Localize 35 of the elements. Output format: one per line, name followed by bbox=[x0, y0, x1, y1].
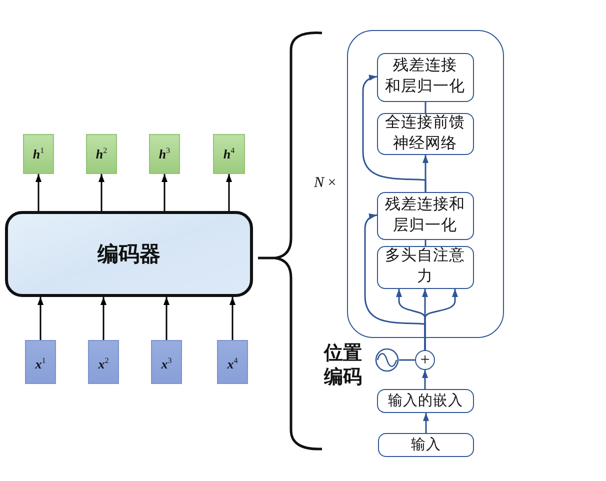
input-vector-tile: x$^{1}$ bbox=[25, 340, 56, 384]
arrow bbox=[229, 297, 236, 340]
arrow bbox=[37, 297, 44, 340]
arrow bbox=[422, 370, 428, 389]
process-box: 输入 bbox=[378, 433, 474, 457]
connector-line bbox=[424, 240, 426, 246]
arrow bbox=[35, 174, 42, 211]
repeat-count-label: N × bbox=[314, 175, 336, 192]
arrow bbox=[226, 174, 232, 211]
output-vector-tile: h$^{3}$ bbox=[149, 134, 180, 174]
process-box: 输入的嵌入 bbox=[377, 389, 474, 413]
input-vector-tile: x$^{4}$ bbox=[217, 340, 248, 384]
arrow bbox=[98, 174, 105, 211]
input-vector-tile: x$^{2}$ bbox=[88, 340, 119, 384]
process-box: 残差连接和层归一化 bbox=[376, 52, 474, 102]
adder-circle: + bbox=[415, 350, 435, 370]
output-vector-tile: h$^{2}$ bbox=[86, 134, 117, 174]
connector-line bbox=[424, 102, 426, 113]
positional-encoding-label: 位置编码 bbox=[324, 342, 363, 390]
arrow bbox=[364, 214, 426, 350]
arrow bbox=[161, 174, 168, 211]
arrow bbox=[422, 413, 430, 433]
arrow bbox=[362, 74, 426, 192]
process-box: 残差连接和层归一化 bbox=[376, 192, 474, 240]
process-box: 全连接前馈神经网络 bbox=[376, 112, 474, 154]
process-box: 多头自注意力 bbox=[376, 246, 474, 288]
sine-wave-symbol bbox=[375, 348, 399, 372]
input-vector-tile: x$^{3}$ bbox=[151, 340, 182, 384]
arrow bbox=[100, 297, 107, 340]
connector-line bbox=[399, 359, 415, 361]
encoder-block: 编码器 bbox=[5, 211, 253, 297]
output-vector-tile: h$^{4}$ bbox=[213, 134, 245, 174]
layer-stack-frame bbox=[347, 30, 504, 338]
output-vector-tile: h$^{1}$ bbox=[23, 134, 54, 174]
arrow bbox=[163, 297, 170, 340]
